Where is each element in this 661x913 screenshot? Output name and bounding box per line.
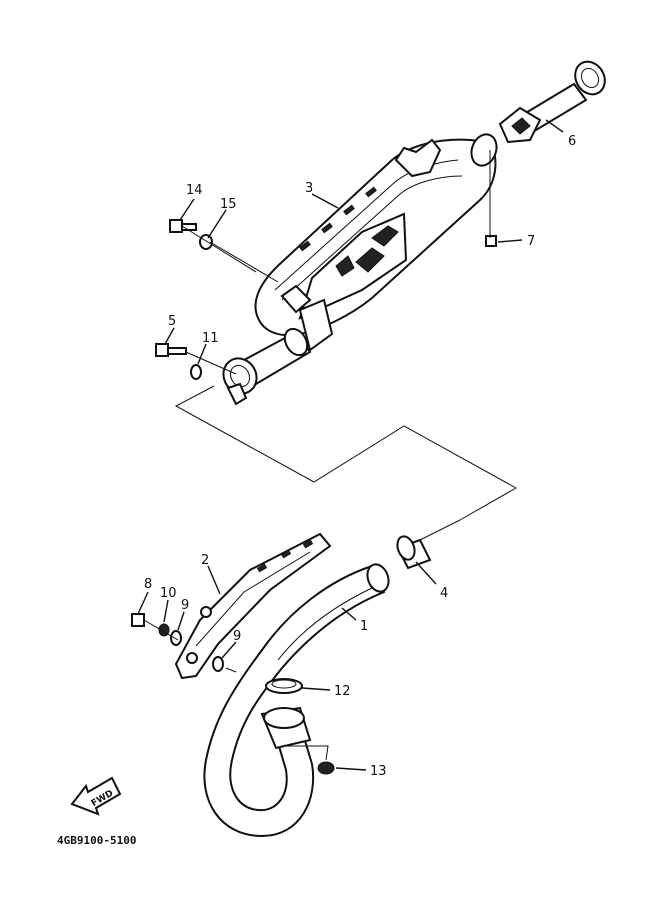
- callout-11: 11: [202, 331, 219, 346]
- callouts: 1 2 3 4 5 6 7 8 9 9 10 11 12 13 14 15: [144, 134, 576, 779]
- bolt-part-14: [169, 219, 197, 233]
- callout-15: 15: [220, 197, 237, 212]
- bolt-part-5: [155, 343, 187, 357]
- callout-12: 12: [334, 684, 351, 699]
- nut-part-13: [317, 761, 335, 775]
- callout-1: 1: [360, 619, 368, 634]
- gasket-part-12: [265, 678, 303, 694]
- assembly-lines: [143, 150, 518, 761]
- collar-part-9b: [212, 656, 224, 672]
- callout-7: 7: [527, 234, 535, 249]
- bolt-part-7: [485, 235, 497, 247]
- leader-lines: [137, 119, 564, 771]
- bolt-part-8: [131, 613, 145, 627]
- drawing-code: 4GB9100-5100: [57, 834, 136, 847]
- collar-part-9a: [170, 630, 182, 646]
- callout-9a: 9: [181, 598, 189, 613]
- callout-9b: 9: [233, 629, 241, 644]
- callout-5: 5: [168, 314, 176, 329]
- callout-4: 4: [440, 586, 448, 601]
- callout-13: 13: [370, 764, 387, 779]
- callout-3: 3: [305, 181, 313, 196]
- callout-2: 2: [201, 553, 209, 568]
- callout-8: 8: [144, 577, 152, 592]
- gasket-part-4: [396, 535, 432, 570]
- callout-6: 6: [568, 134, 576, 149]
- washer-part-11: [190, 364, 202, 380]
- exhaust-protector-part-2: [174, 532, 332, 680]
- callout-14: 14: [186, 183, 203, 198]
- forward-arrow-icon: FWD: [70, 776, 122, 816]
- callout-10: 10: [160, 586, 177, 601]
- muffler-part-3: [222, 133, 498, 406]
- tail-pipe-part-6: [498, 60, 606, 144]
